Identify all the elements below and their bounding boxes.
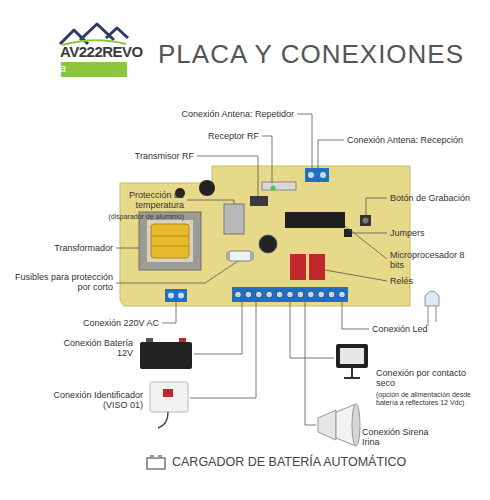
callout-label: Botón de Grabación xyxy=(390,193,486,203)
terminal-screw xyxy=(287,291,294,298)
logo-band xyxy=(61,62,127,77)
heatsink xyxy=(224,204,244,234)
callout-label: Transmisor RF xyxy=(104,151,194,161)
capacitor xyxy=(199,180,215,196)
terminal-screw xyxy=(328,291,335,298)
callout-label: Conexión Batería 12V xyxy=(63,338,133,359)
pcb xyxy=(120,166,410,306)
led-indicator xyxy=(271,186,276,191)
fuse xyxy=(226,251,254,261)
callout-label: Conexión Sirena Irina xyxy=(362,427,432,448)
siren-icon xyxy=(318,404,360,446)
terminal-screw xyxy=(318,291,325,298)
terminal-screw xyxy=(266,291,273,298)
callout-label: Conexión Identificador (VISO 01) xyxy=(33,390,143,411)
page-title: PLACA Y CONEXIONES xyxy=(158,40,464,70)
terminal-screw xyxy=(339,291,346,298)
callout-label: Conexión por contacto seco xyxy=(376,368,484,389)
transformer xyxy=(139,212,201,270)
rf-transmitter xyxy=(250,196,268,206)
callout-label: Transformador xyxy=(23,243,113,253)
callout-label: Protección de temperatura xyxy=(94,190,184,211)
antenna-terminal xyxy=(305,168,329,182)
terminal-strip xyxy=(232,287,348,302)
terminal-screw xyxy=(235,291,242,298)
microprocessor xyxy=(285,212,345,228)
identifier-icon xyxy=(150,382,188,428)
callout-label: Receptor RF xyxy=(179,131,259,141)
floodlight-icon xyxy=(336,344,368,378)
battery-icon xyxy=(140,338,192,369)
logo-tagline: xpressiva xyxy=(3,62,69,75)
battery-charger-icon xyxy=(147,456,165,469)
caption: CARGADOR DE BATERÍA AUTOMÁTICO xyxy=(172,455,406,469)
capacitor xyxy=(259,235,277,253)
callout-note: (disparador de aluminio) xyxy=(54,213,184,221)
callout-label: Jumpers xyxy=(390,228,470,238)
logo-name: AV222REVO xyxy=(60,43,140,60)
callout-label: Fusibles para protección por corto xyxy=(5,272,113,293)
callout-label: Microprocesador 8 bits xyxy=(390,250,480,271)
relay xyxy=(309,254,325,280)
terminal-screw xyxy=(245,291,252,298)
callout-label: Relés xyxy=(390,276,470,286)
terminal-screw xyxy=(297,291,304,298)
terminal-screw xyxy=(255,291,262,298)
callout-note: (opción de alimentación desde batería a … xyxy=(376,391,484,407)
rf-receiver xyxy=(262,182,296,190)
led-icon xyxy=(425,291,439,326)
callout-label: Conexión Led xyxy=(372,324,452,334)
callout-label: Conexión Antena: Recepción xyxy=(347,135,485,145)
terminal-screw xyxy=(307,291,314,298)
callout-label: Conexión 220V AC xyxy=(49,318,159,328)
relay xyxy=(290,254,306,280)
terminal-screw xyxy=(276,291,283,298)
logo-houses xyxy=(60,24,128,45)
power-terminal xyxy=(165,289,187,302)
callout-label: Conexión Antena: Repetidor xyxy=(144,109,294,119)
record-button xyxy=(360,215,371,226)
